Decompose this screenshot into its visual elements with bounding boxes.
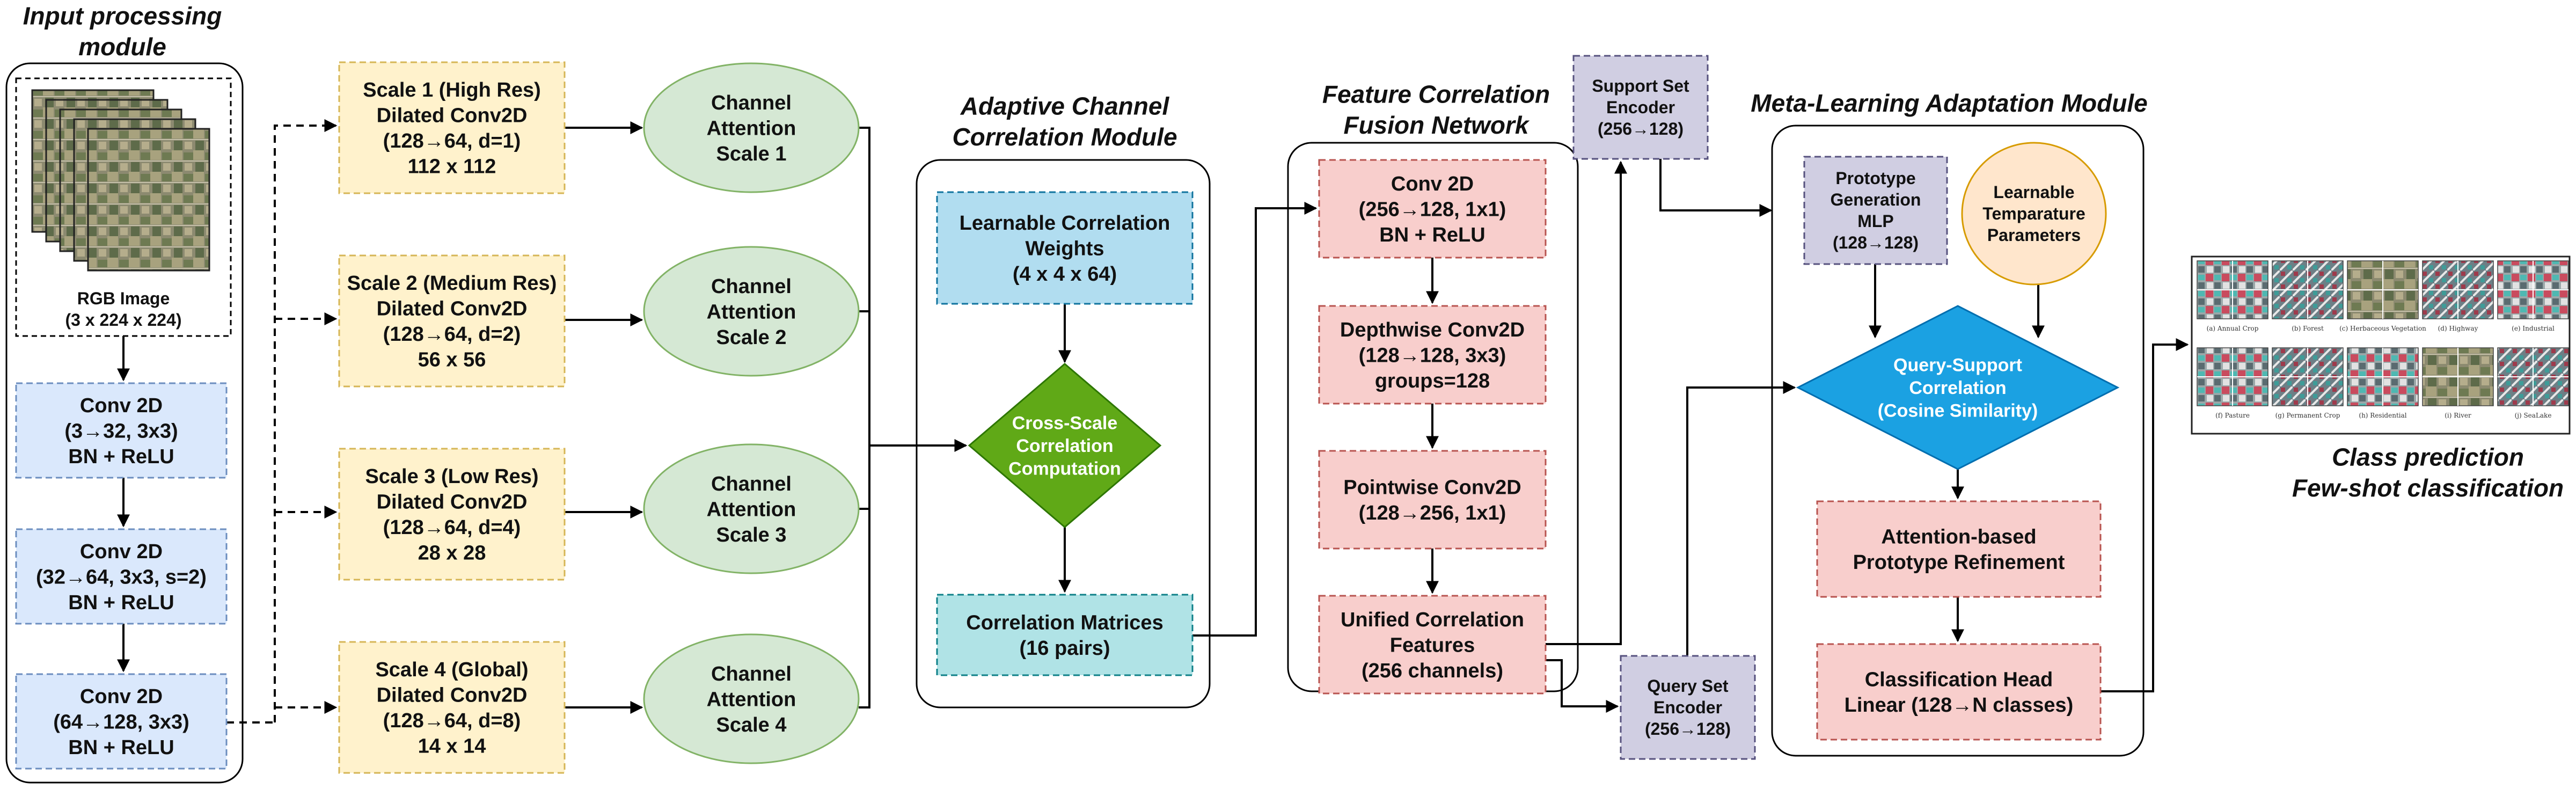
class-thumbnail: (g) Permanent Crop bbox=[2272, 347, 2344, 419]
class-thumbnail: (b) Forest bbox=[2272, 260, 2344, 332]
thumbnail-caption: (g) Permanent Crop bbox=[2275, 412, 2340, 419]
class-thumbnail: (j) SeaLake bbox=[2497, 347, 2569, 419]
thumbnail-caption: (i) River bbox=[2445, 412, 2471, 419]
input-conv-1-label: Conv 2D(3→32, 3x3)BN + ReLU bbox=[64, 394, 178, 468]
edge-support-to-meta bbox=[1659, 159, 1773, 217]
correlation-matrices-label: Correlation Matrices(16 pairs) bbox=[966, 612, 1163, 660]
edge-matrices-to-fusion bbox=[1192, 202, 1318, 637]
meta-module-container bbox=[1771, 125, 2145, 757]
fusion-block-2-label: Depthwise Conv2D(128→128, 3x3)groups=128 bbox=[1340, 319, 1525, 392]
thumbnail-caption: (d) Highway bbox=[2438, 325, 2478, 332]
edge-attention-1-merge bbox=[859, 127, 870, 445]
class-thumbnail: (i) River bbox=[2422, 347, 2494, 419]
edge-query-to-correlation bbox=[1686, 381, 1796, 656]
fusion-block-1-label: Conv 2D(256→128, 1x1)BN + ReLU bbox=[1359, 173, 1506, 246]
scale-1-box-label: Scale 1 (High Res)Dilated Conv2D(128→64,… bbox=[363, 79, 541, 178]
thumbnail-caption: (c) Herbaceous Vegetation bbox=[2339, 325, 2426, 332]
rgb-image-stack: RGB Image(3 x 224 x 224) bbox=[15, 77, 232, 337]
input-module-container bbox=[5, 62, 244, 784]
fusion-block-2: Depthwise Conv2D(128→128, 3x3)groups=128 bbox=[1318, 305, 1547, 405]
edge-unified-to-support bbox=[1546, 160, 1627, 645]
edge-scale-1-branch bbox=[274, 119, 338, 722]
class-thumbnail: (e) Industrial bbox=[2497, 260, 2569, 332]
input-conv-2-label: Conv 2D(32→64, 3x3, s=2)BN + ReLU bbox=[36, 540, 207, 614]
input-conv-3-label: Conv 2D(64→128, 3x3)BN + ReLU bbox=[53, 685, 189, 759]
meta-module-title: Meta-Learning Adaptation Module bbox=[1751, 89, 2147, 117]
input-conv-3: Conv 2D(64→128, 3x3)BN + ReLU bbox=[15, 673, 228, 770]
connector-lines bbox=[117, 119, 2189, 724]
thumbnail-caption: (h) Residential bbox=[2359, 412, 2406, 419]
input-conv-1: Conv 2D(3→32, 3x3)BN + ReLU bbox=[15, 382, 228, 479]
diagram-nodes: RGB Image(3 x 224 x 224) Conv 2D(3→32, 3x… bbox=[15, 55, 2120, 774]
edge-unified-to-query bbox=[1546, 659, 1619, 713]
satellite-image-layer bbox=[87, 128, 210, 272]
thumbnail-caption: (j) SeaLake bbox=[2515, 412, 2552, 419]
edge-attention-4-merge bbox=[859, 445, 870, 708]
fusion-block-1: Conv 2D(256→128, 1x1)BN + ReLU bbox=[1318, 159, 1547, 259]
edge-head-to-output bbox=[2101, 338, 2189, 692]
scale-3-box-label: Scale 3 (Low Res)Dilated Conv2D(128→64, … bbox=[365, 465, 538, 565]
rgb-image-label: RGB Image(3 x 224 x 224) bbox=[65, 289, 181, 330]
correlation-matrices: Correlation Matrices(16 pairs) bbox=[936, 594, 1194, 676]
thumbnail-caption: (b) Forest bbox=[2292, 325, 2324, 332]
class-thumbnail: (h) Residential bbox=[2347, 347, 2419, 419]
fusion-block-3-label: Pointwise Conv2D(128→256, 1x1) bbox=[1343, 477, 1521, 525]
thumbnail-caption: (f) Pasture bbox=[2215, 412, 2250, 419]
fusion-block-3: Pointwise Conv2D(128→256, 1x1) bbox=[1318, 450, 1547, 550]
class-thumbnail: (c) Herbaceous Vegetation bbox=[2339, 260, 2426, 332]
class-thumbnail: (d) Highway bbox=[2422, 260, 2494, 332]
class-thumbnail: (f) Pasture bbox=[2197, 347, 2268, 419]
scale-4-box: Scale 4 (Global)Dilated Conv2D(128→64, d… bbox=[338, 641, 566, 774]
scale-2-box-label: Scale 2 (Medium Res)Dilated Conv2D(128→6… bbox=[347, 272, 557, 371]
thumbnail-caption: (a) Annual Crop bbox=[2207, 325, 2259, 332]
scale-1-box: Scale 1 (High Res)Dilated Conv2D(128→64,… bbox=[338, 61, 566, 194]
class-thumbnail: (a) Annual Crop bbox=[2197, 260, 2268, 332]
class-prediction-panel: (a) Annual Crop (b) Forest (c) Herbaceous … bbox=[2191, 255, 2571, 435]
thumbnail-caption: (e) Industrial bbox=[2512, 325, 2555, 332]
input-conv-2: Conv 2D(32→64, 3x3, s=2)BN + ReLU bbox=[15, 528, 228, 625]
adaptive-module-container bbox=[916, 159, 1211, 708]
scale-4-box-label: Scale 4 (Global)Dilated Conv2D(128→64, d… bbox=[375, 659, 528, 758]
scale-2-box: Scale 2 (Medium Res)Dilated Conv2D(128→6… bbox=[338, 254, 566, 388]
scale-3-box: Scale 3 (Low Res)Dilated Conv2D(128→64, … bbox=[338, 448, 566, 581]
class-thumbnail-panel: (a) Annual Crop (b) Forest (c) Herbaceous … bbox=[2191, 255, 2571, 435]
